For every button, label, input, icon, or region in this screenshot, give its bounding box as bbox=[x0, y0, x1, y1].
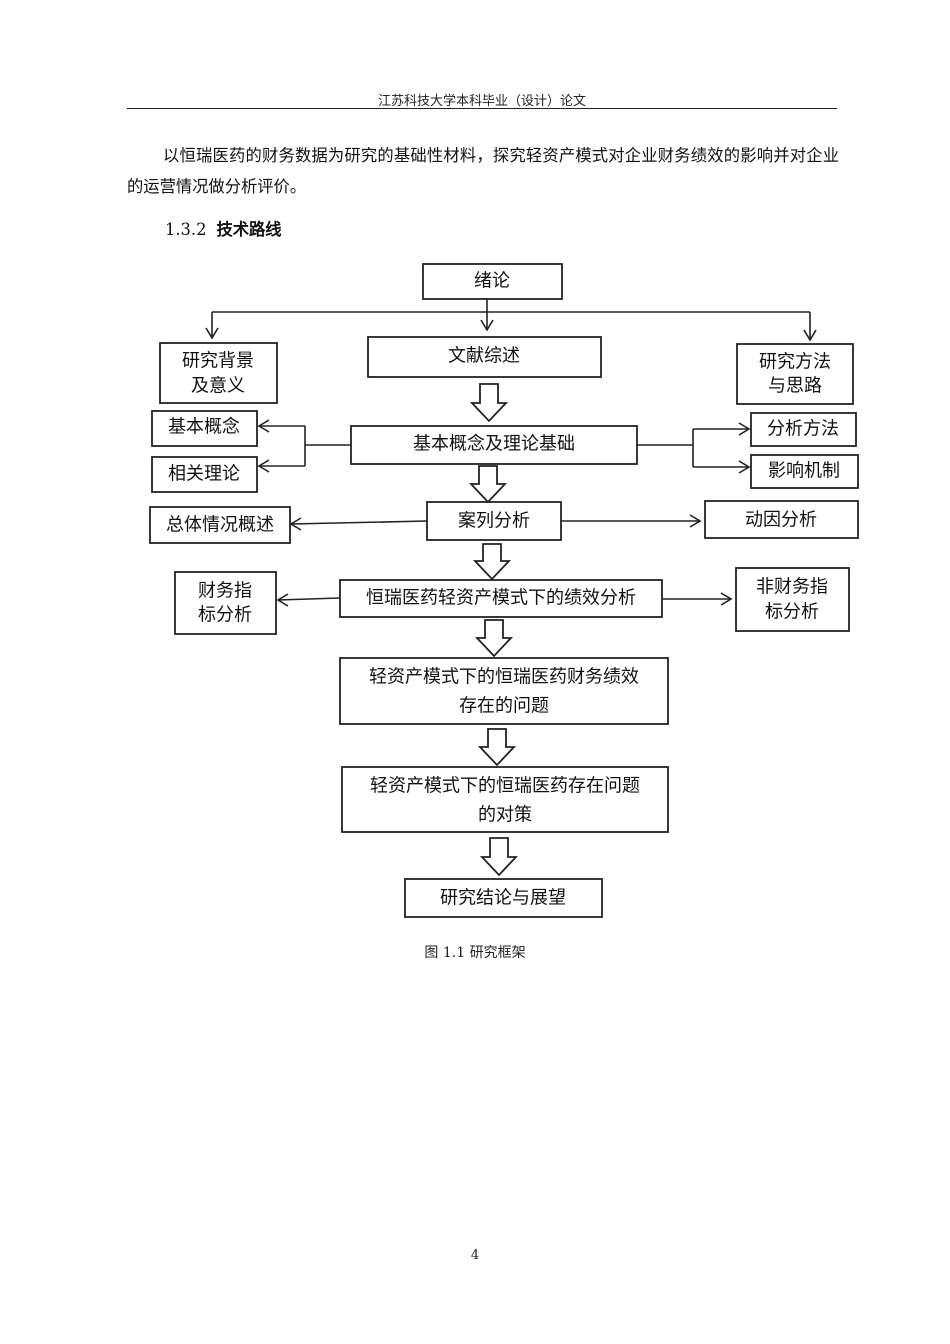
svg-text:相关理论: 相关理论 bbox=[168, 464, 240, 485]
figure-caption: 图 1.1 研究框架 bbox=[424, 945, 526, 961]
svg-text:存在的问题: 存在的问题 bbox=[459, 696, 549, 717]
flow-arrow-3 bbox=[472, 543, 512, 581]
svg-text:影响机制: 影响机制 bbox=[768, 461, 840, 482]
svg-text:轻资产模式下的恒瑞医药存在问题: 轻资产模式下的恒瑞医药存在问题 bbox=[370, 776, 640, 797]
svg-text:与思路: 与思路 bbox=[768, 376, 822, 397]
page-number: 4 bbox=[470, 1248, 480, 1263]
svg-text:及意义: 及意义 bbox=[191, 376, 245, 397]
node-overview: 总体情况概述 bbox=[149, 506, 291, 544]
flow-arrow-2 bbox=[468, 465, 508, 504]
flow-arrow-5 bbox=[477, 728, 517, 767]
node-analysis-method: 分析方法 bbox=[750, 412, 857, 447]
svg-text:标分析: 标分析 bbox=[198, 605, 252, 626]
connector-intro-branches bbox=[205, 299, 817, 342]
svg-text:文献综述: 文献综述 bbox=[448, 346, 520, 367]
node-nonfinancial-analysis: 非财务指 标分析 bbox=[735, 567, 850, 632]
node-conclusion: 研究结论与展望 bbox=[404, 878, 603, 918]
node-concepts-theory: 基本概念及理论基础 bbox=[350, 425, 638, 465]
section-heading: 1.3.2 技术路线 bbox=[165, 216, 282, 240]
svg-text:基本概念: 基本概念 bbox=[168, 416, 240, 438]
node-literature: 文献综述 bbox=[367, 336, 602, 378]
svg-text:的对策: 的对策 bbox=[478, 805, 532, 826]
node-basic-concepts: 基本概念 bbox=[151, 410, 258, 447]
svg-text:研究结论与展望: 研究结论与展望 bbox=[440, 888, 566, 909]
node-motive-analysis: 动因分析 bbox=[704, 500, 859, 539]
node-methods-thinking: 研究方法 与思路 bbox=[736, 343, 854, 405]
svg-text:轻资产模式下的恒瑞医药财务绩效: 轻资产模式下的恒瑞医药财务绩效 bbox=[369, 667, 639, 688]
svg-text:财务指: 财务指 bbox=[198, 581, 252, 602]
svg-text:绪论: 绪论 bbox=[474, 271, 510, 292]
section-number: 1.3.2 bbox=[165, 220, 207, 239]
connector-case-sides bbox=[289, 514, 702, 531]
node-case-analysis: 案列分析 bbox=[426, 501, 562, 541]
connector-performance-sides bbox=[276, 592, 733, 607]
node-related-theory: 相关理论 bbox=[151, 456, 258, 493]
svg-text:研究方法: 研究方法 bbox=[759, 352, 831, 373]
connector-concepts-left bbox=[257, 419, 351, 473]
header-rule bbox=[127, 108, 837, 109]
page-header: 江苏科技大学本科毕业（设计）论文 bbox=[377, 94, 586, 109]
node-countermeasures: 轻资产模式下的恒瑞医药存在问题 的对策 bbox=[341, 766, 669, 833]
svg-text:非财务指: 非财务指 bbox=[756, 577, 828, 598]
svg-text:恒瑞医药轻资产模式下的绩效分析: 恒瑞医药轻资产模式下的绩效分析 bbox=[366, 588, 636, 609]
node-financial-analysis: 财务指 标分析 bbox=[174, 571, 277, 635]
section-title: 技术路线 bbox=[216, 220, 282, 239]
node-intro: 绪论 bbox=[422, 263, 563, 300]
body-paragraph: 以恒瑞医药的财务数据为研究的基础性材料，探究轻资产模式对企业财务绩效的影响并对企… bbox=[127, 146, 839, 196]
node-performance-analysis: 恒瑞医药轻资产模式下的绩效分析 bbox=[339, 579, 663, 618]
svg-text:总体情况概述: 总体情况概述 bbox=[166, 515, 274, 536]
node-problems: 轻资产模式下的恒瑞医药财务绩效 存在的问题 bbox=[339, 657, 669, 725]
flow-arrow-4 bbox=[474, 619, 514, 658]
svg-text:标分析: 标分析 bbox=[765, 602, 819, 623]
svg-text:分析方法: 分析方法 bbox=[767, 419, 839, 440]
node-mechanism: 影响机制 bbox=[750, 454, 859, 489]
svg-text:基本概念及理论基础: 基本概念及理论基础 bbox=[413, 433, 575, 455]
connector-concepts-right bbox=[637, 422, 751, 474]
flow-arrow-6 bbox=[479, 837, 519, 877]
node-background: 研究背景 及意义 bbox=[159, 342, 278, 404]
svg-text:案列分析: 案列分析 bbox=[458, 511, 530, 532]
flow-arrow-1 bbox=[469, 383, 509, 423]
svg-text:动因分析: 动因分析 bbox=[745, 510, 817, 531]
svg-text:研究背景: 研究背景 bbox=[182, 351, 254, 372]
